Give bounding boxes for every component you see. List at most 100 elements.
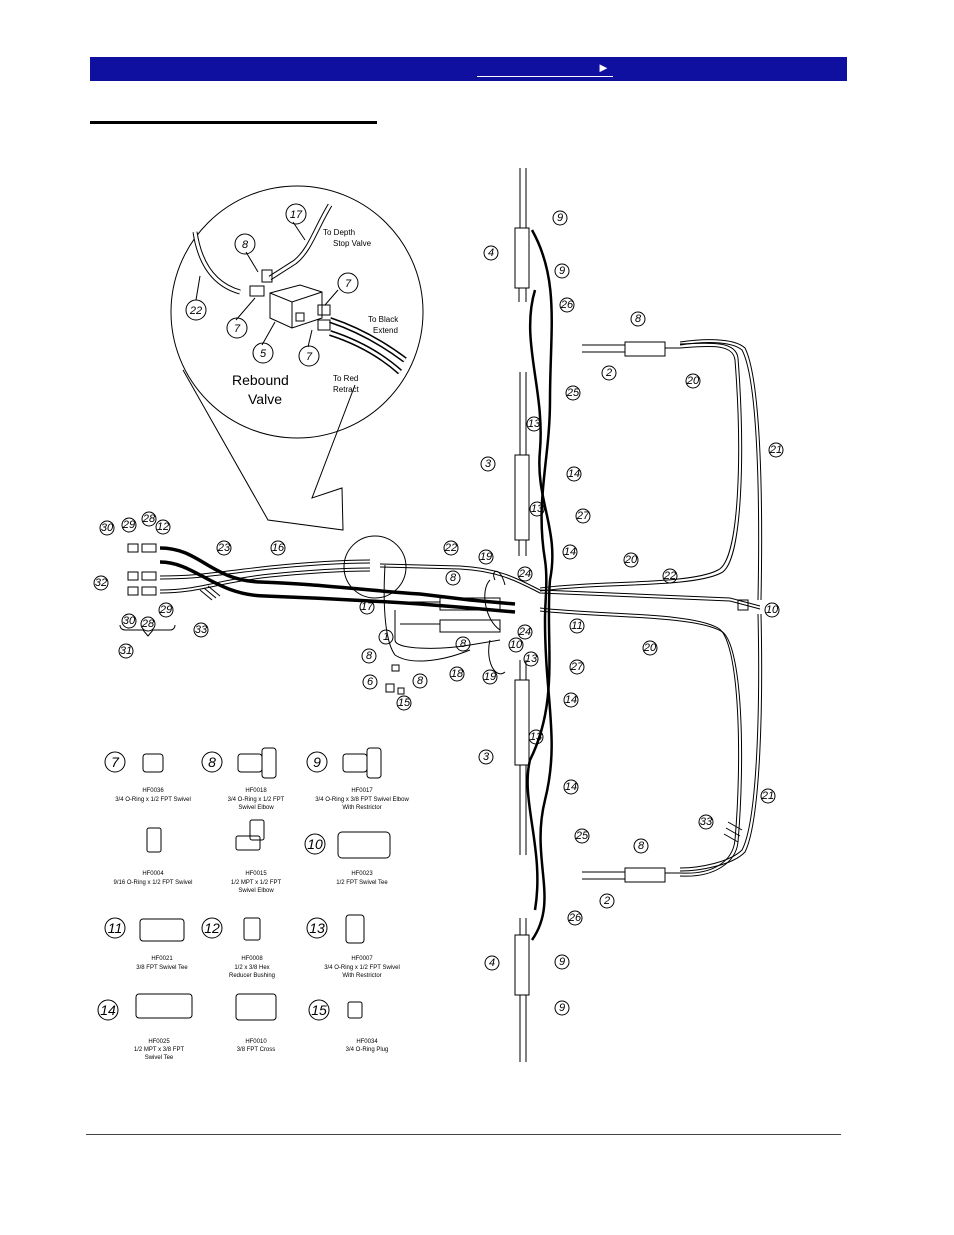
fitting-desc2-hf0018: Swivel Elbow bbox=[238, 805, 274, 811]
fitting-code-hf0017: HF0017 bbox=[351, 788, 373, 794]
callout-25: 25 bbox=[566, 387, 580, 399]
legend-num-13: 13 bbox=[309, 920, 325, 936]
callout-9: 9 bbox=[559, 956, 565, 968]
fitting-desc-hf0036: 3/4 O-Ring x 1/2 FPT Swivel bbox=[115, 797, 191, 803]
fitting-desc2-hf0008: Reducer Bushing bbox=[229, 973, 275, 979]
nav-link-underline[interactable] bbox=[477, 76, 613, 77]
fitting-desc-hf0034: 3/4 O-Ring Plug bbox=[346, 1047, 389, 1053]
inset-funnel bbox=[182, 369, 356, 531]
fitting-desc-hf0025: 1/2 MPT x 3/8 FPT bbox=[134, 1047, 185, 1053]
callout-9: 9 bbox=[559, 265, 565, 277]
label-to-red-2: Retract bbox=[333, 385, 360, 394]
callout-13: 13 bbox=[530, 731, 543, 743]
callout-2: 2 bbox=[605, 367, 612, 379]
next-page-arrow-icon[interactable]: ► bbox=[597, 60, 610, 75]
valve-block bbox=[269, 284, 323, 329]
callout-32: 32 bbox=[95, 577, 107, 589]
callout-1: 1 bbox=[383, 631, 389, 643]
fitting-desc2-hf0015: Swivel Elbow bbox=[238, 888, 274, 894]
callout-11: 11 bbox=[571, 620, 582, 632]
callout-3: 3 bbox=[485, 458, 492, 470]
inset-circle bbox=[170, 185, 424, 439]
callout-7: 7 bbox=[345, 278, 352, 290]
callout-6: 6 bbox=[367, 676, 374, 688]
callout-9: 9 bbox=[557, 212, 563, 224]
legend-num-9: 9 bbox=[313, 754, 321, 770]
fitting-desc-hf0017: 3/4 O-Ring x 3/8 FPT Swivel Elbow bbox=[315, 797, 409, 803]
fitting-icons bbox=[135, 747, 391, 1021]
legend-num-8: 8 bbox=[208, 754, 216, 770]
fitting-desc-hf0021: 3/8 FPT Swivel Tee bbox=[136, 965, 188, 971]
cylinder-lower-2 bbox=[624, 867, 666, 883]
callout-30: 30 bbox=[101, 522, 114, 534]
fitting-code-hf0036: HF0036 bbox=[142, 788, 164, 794]
fitting-desc-hf0004: 9/16 O-Ring x 1/2 FPT Swivel bbox=[114, 880, 193, 886]
label-to-depth-1: To Depth bbox=[323, 228, 355, 237]
callout-9: 9 bbox=[559, 1002, 565, 1014]
callout-5: 5 bbox=[260, 348, 267, 360]
callout-7: 7 bbox=[234, 323, 241, 335]
section-title-rule bbox=[90, 121, 377, 124]
callout-20: 20 bbox=[686, 375, 700, 387]
callout-13: 13 bbox=[531, 503, 544, 515]
fitting-desc-hf0023: 1/2 FPT Swivel Tee bbox=[336, 880, 388, 886]
cylinder-lower-4 bbox=[514, 934, 530, 996]
callout-26: 26 bbox=[568, 912, 582, 924]
callout-19: 19 bbox=[480, 551, 492, 563]
fitting-code-hf0025: HF0025 bbox=[148, 1039, 170, 1045]
fitting-code-hf0007: HF0007 bbox=[351, 956, 373, 962]
legend-num-7: 7 bbox=[111, 754, 120, 770]
inset-title-line1: Rebound bbox=[232, 372, 289, 388]
callout-24: 24 bbox=[518, 568, 531, 580]
callout-21: 21 bbox=[769, 444, 782, 456]
fitting-code-hf0008: HF0008 bbox=[241, 956, 263, 962]
label-to-red-1: To Red bbox=[333, 374, 358, 383]
fitting-desc-hf0007: 3/4 O-Ring x 1/2 FPT Swivel bbox=[324, 965, 400, 971]
legend-num-12: 12 bbox=[204, 920, 220, 936]
callout-4: 4 bbox=[488, 247, 494, 259]
callout-circles bbox=[93, 203, 784, 1021]
callout-20: 20 bbox=[624, 554, 638, 566]
callout-12: 12 bbox=[157, 521, 169, 533]
inset-title-line2: Valve bbox=[248, 391, 282, 407]
legend-num-10: 10 bbox=[307, 836, 323, 852]
fitting-desc-hf0018: 3/4 O-Ring x 1/2 FPT bbox=[228, 797, 285, 803]
callout-18: 18 bbox=[451, 668, 464, 680]
callout-22: 22 bbox=[663, 570, 676, 582]
callout-8: 8 bbox=[638, 840, 645, 852]
fitting-desc2-hf0017: With Restrictor bbox=[342, 805, 381, 811]
callout-8: 8 bbox=[417, 675, 424, 687]
callout-8: 8 bbox=[450, 572, 457, 584]
callout-8: 8 bbox=[242, 239, 249, 251]
cylinder-upper-4 bbox=[514, 227, 530, 289]
label-to-black-2: Extend bbox=[373, 326, 398, 335]
callout-13: 13 bbox=[525, 653, 538, 665]
callout-25: 25 bbox=[575, 830, 589, 842]
callout-3: 3 bbox=[483, 751, 490, 763]
callout-10: 10 bbox=[766, 604, 779, 616]
callout-30: 30 bbox=[123, 615, 136, 627]
callout-20: 20 bbox=[643, 642, 657, 654]
callout-31: 31 bbox=[120, 645, 132, 657]
callout-10: 10 bbox=[510, 639, 523, 651]
fitting-desc-hf0008: 1/2 x 3/8 Hex bbox=[234, 965, 269, 971]
callout-21: 21 bbox=[761, 790, 774, 802]
label-to-depth-2: Stop Valve bbox=[333, 239, 372, 248]
legend-num-15: 15 bbox=[311, 1002, 327, 1018]
cylinder-upper-3 bbox=[514, 454, 530, 541]
callout-17: 17 bbox=[290, 209, 303, 221]
fitting-code-hf0021: HF0021 bbox=[151, 956, 173, 962]
callout-29: 29 bbox=[122, 519, 135, 531]
callout-27: 27 bbox=[570, 661, 584, 673]
fitting-code-hf0010: HF0010 bbox=[245, 1039, 267, 1045]
callout-16: 16 bbox=[272, 542, 285, 554]
label-to-black-1: To Black bbox=[368, 315, 399, 324]
callout-8: 8 bbox=[460, 638, 467, 650]
footer-rule bbox=[86, 1134, 841, 1135]
callout-33: 33 bbox=[195, 624, 208, 636]
fitting-desc-hf0010: 3/8 FPT Cross bbox=[237, 1047, 276, 1053]
callout-28: 28 bbox=[141, 618, 155, 630]
fitting-desc2-hf0007: With Restrictor bbox=[342, 973, 381, 979]
callout-8: 8 bbox=[635, 313, 642, 325]
